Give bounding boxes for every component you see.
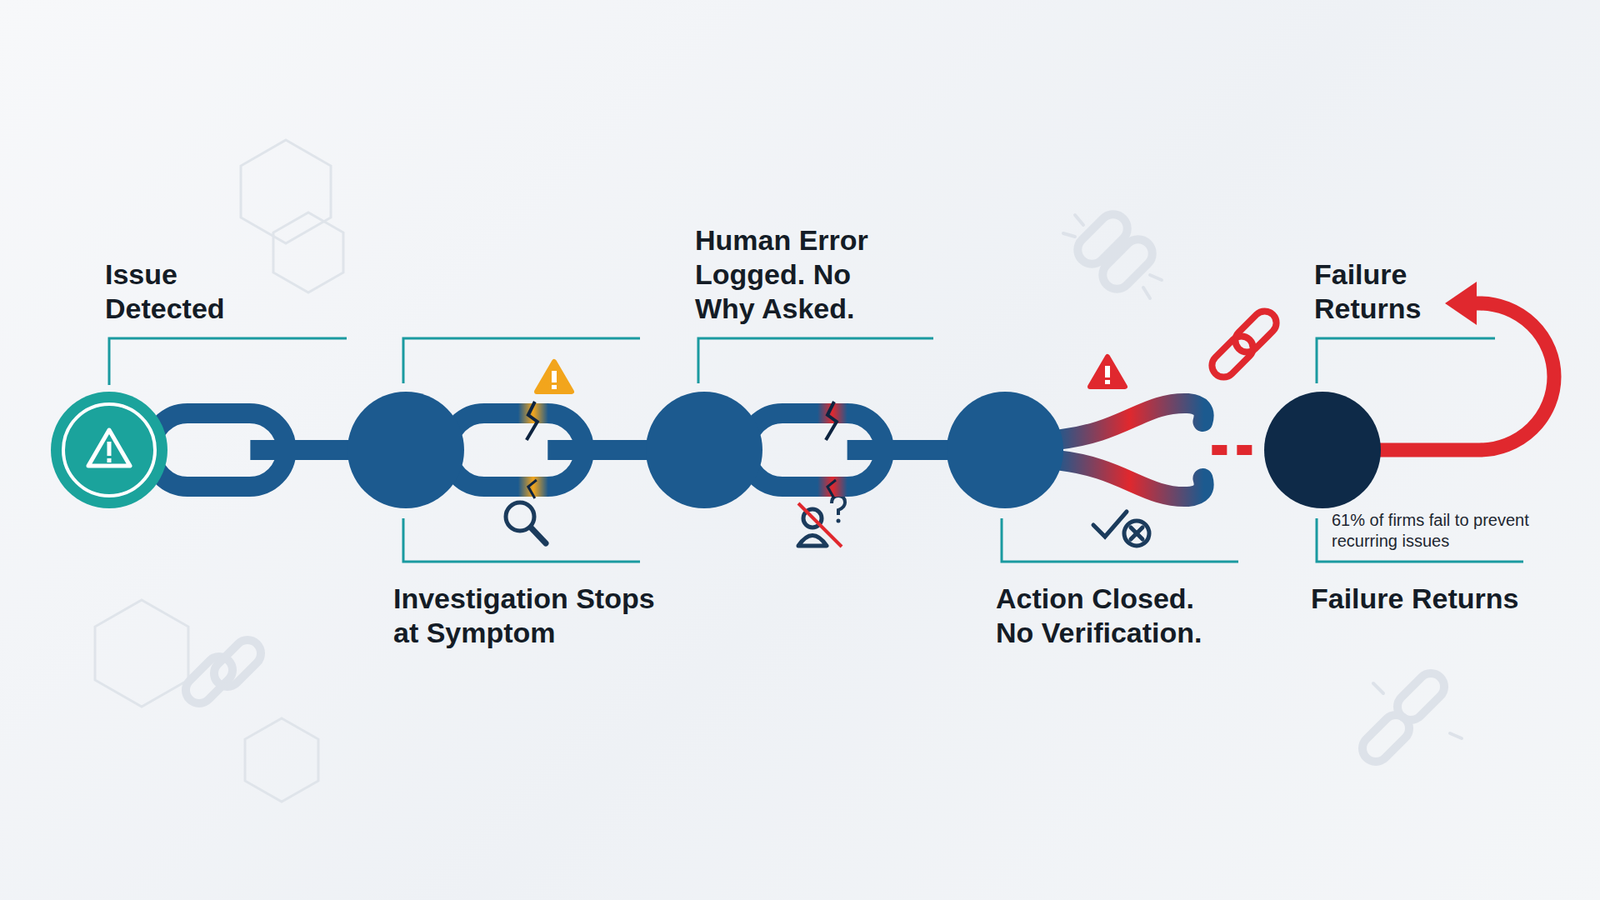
chain-link	[447, 401, 651, 499]
stat-note: 61% of firms fail to prevent recurring i…	[1331, 510, 1557, 552]
chain-node: Investigation Stops at Symptom	[347, 391, 465, 509]
node-circle	[347, 391, 465, 509]
chain-node: Action Closed. No Verification.	[946, 391, 1064, 509]
node-ring	[63, 404, 155, 496]
warning-icon-orange	[536, 361, 572, 392]
link-bar	[547, 440, 651, 460]
node-circle-fill	[946, 391, 1064, 509]
crack-line	[528, 480, 537, 499]
stage-label: Investigation Stops at Symptom	[393, 581, 669, 650]
stage-label: Human Error Logged. No Why Asked.	[695, 223, 910, 326]
node-circle	[946, 391, 1064, 509]
node-circle-fill	[1264, 391, 1381, 509]
warning-icon-red	[1090, 356, 1125, 387]
node-circle-fill	[347, 391, 465, 509]
person-question-icon	[798, 495, 845, 547]
broken-dashes	[1211, 445, 1261, 455]
crack-line	[526, 401, 538, 440]
check-cross-icon	[1093, 511, 1150, 546]
warning-dot	[107, 458, 112, 463]
warning-icon	[88, 430, 130, 466]
chain-link	[745, 401, 952, 499]
node-circle-fill	[50, 391, 168, 509]
bracket-lines	[109, 338, 1524, 562]
link-bar	[847, 440, 952, 460]
node-circle	[50, 391, 168, 509]
link-bar	[250, 440, 353, 460]
chain-node: Human Error Logged. No Why Asked.	[645, 391, 763, 509]
node-circle	[645, 391, 763, 509]
chain-link	[150, 413, 353, 487]
chain-link	[1055, 403, 1261, 497]
broken-hook	[1055, 403, 1205, 440]
crack-line	[827, 480, 836, 499]
chain-node: Failure Returns61% of firms fail to prev…	[1264, 391, 1381, 509]
magnifier-icon	[505, 502, 546, 544]
broken-link-icon	[1207, 306, 1282, 383]
stage-label: Failure Returns	[1310, 581, 1561, 616]
background-link-icons	[180, 208, 1450, 767]
chain-node: Issue Detected	[50, 391, 168, 509]
node-circle-fill	[645, 391, 763, 509]
stage-label: Action Closed. No Verification.	[995, 581, 1221, 650]
node-circle	[1264, 391, 1381, 509]
stage-label: Issue Detected	[105, 257, 272, 326]
broken-hook	[1055, 460, 1205, 497]
stage-label: Failure Returns	[1314, 257, 1440, 326]
warning-mark	[107, 441, 112, 456]
crack-line	[825, 401, 837, 440]
